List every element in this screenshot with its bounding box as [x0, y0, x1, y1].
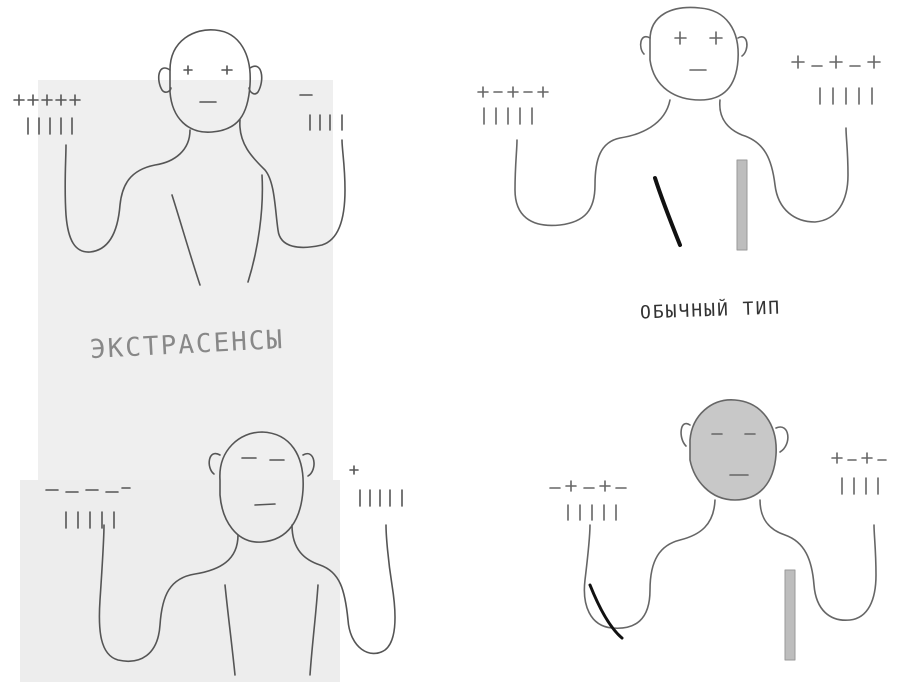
signs-right	[832, 453, 886, 463]
fingers-left	[28, 118, 72, 134]
torso-line-left	[225, 585, 235, 675]
mark-dark	[655, 178, 680, 245]
ear-left	[681, 424, 690, 446]
neck-shoulder-right	[240, 120, 345, 247]
eyes	[675, 32, 722, 44]
fingers-right	[820, 88, 872, 104]
ear-left	[209, 454, 220, 474]
head	[170, 30, 250, 132]
figure-psychic-1	[14, 30, 345, 285]
neck-shoulder-left	[515, 100, 670, 225]
fingers-right	[360, 490, 402, 506]
signs-right	[792, 56, 880, 68]
fingers-right	[842, 478, 878, 494]
signs-left	[46, 488, 130, 492]
head	[690, 400, 776, 500]
signs-right	[350, 466, 358, 474]
ear-right	[738, 37, 747, 56]
mouth	[255, 504, 275, 505]
fingers-left	[484, 108, 532, 124]
signs-left	[478, 87, 548, 97]
eyes	[184, 66, 232, 74]
ear-right	[303, 454, 314, 476]
fingers-right	[310, 115, 342, 130]
figure-ordinary-1	[478, 7, 880, 225]
ear-left	[641, 37, 650, 54]
neck-shoulder-left	[65, 130, 190, 252]
mark-shade-2	[785, 570, 795, 660]
signs-left	[550, 481, 626, 491]
neck-shoulder-left	[99, 525, 238, 661]
fingers-left	[568, 505, 616, 520]
head	[650, 7, 738, 100]
ear-left	[159, 68, 171, 92]
figure-ordinary-2	[550, 400, 886, 628]
ear-right	[776, 427, 788, 452]
torso-line-right	[248, 175, 262, 282]
neck-shoulder-right	[760, 500, 876, 620]
figure-psychic-2	[46, 432, 402, 675]
head	[220, 432, 303, 542]
eyes	[242, 458, 284, 460]
mark-dark-2	[590, 585, 622, 638]
fingers-left	[66, 512, 114, 528]
neck-shoulder-right	[292, 525, 395, 653]
torso-line-right	[310, 585, 318, 675]
mark-shade	[737, 160, 747, 250]
signs-left	[14, 95, 80, 105]
torso-line-left	[172, 195, 200, 285]
